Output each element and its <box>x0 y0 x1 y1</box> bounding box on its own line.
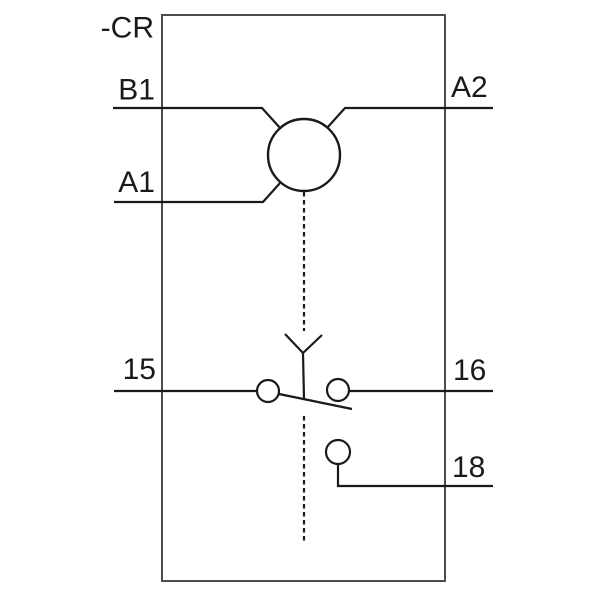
relay-coil-symbol <box>266 117 342 193</box>
terminal-a1-label: A1 <box>118 166 155 199</box>
contact-16-terminal-circle <box>325 377 351 403</box>
terminal-b1-label: B1 <box>118 74 155 107</box>
terminal-15-label: 15 <box>123 353 156 386</box>
terminal-18-line <box>336 464 493 488</box>
terminal-a2-label: A2 <box>451 71 488 104</box>
terminal-a1-line <box>114 182 281 204</box>
terminal-16-label: 16 <box>453 354 486 387</box>
contact-15-terminal-circle <box>255 378 281 404</box>
moving-contact-lever <box>278 392 353 411</box>
terminal-18-label: 18 <box>452 451 485 484</box>
contact-18-terminal-circle <box>324 438 352 466</box>
device-label: -CR <box>101 12 154 45</box>
terminal-a2-line <box>326 106 493 129</box>
terminal-b1-line <box>113 106 282 130</box>
delay-arrow-icon <box>284 333 323 400</box>
relay-enclosure-frame <box>161 14 446 582</box>
